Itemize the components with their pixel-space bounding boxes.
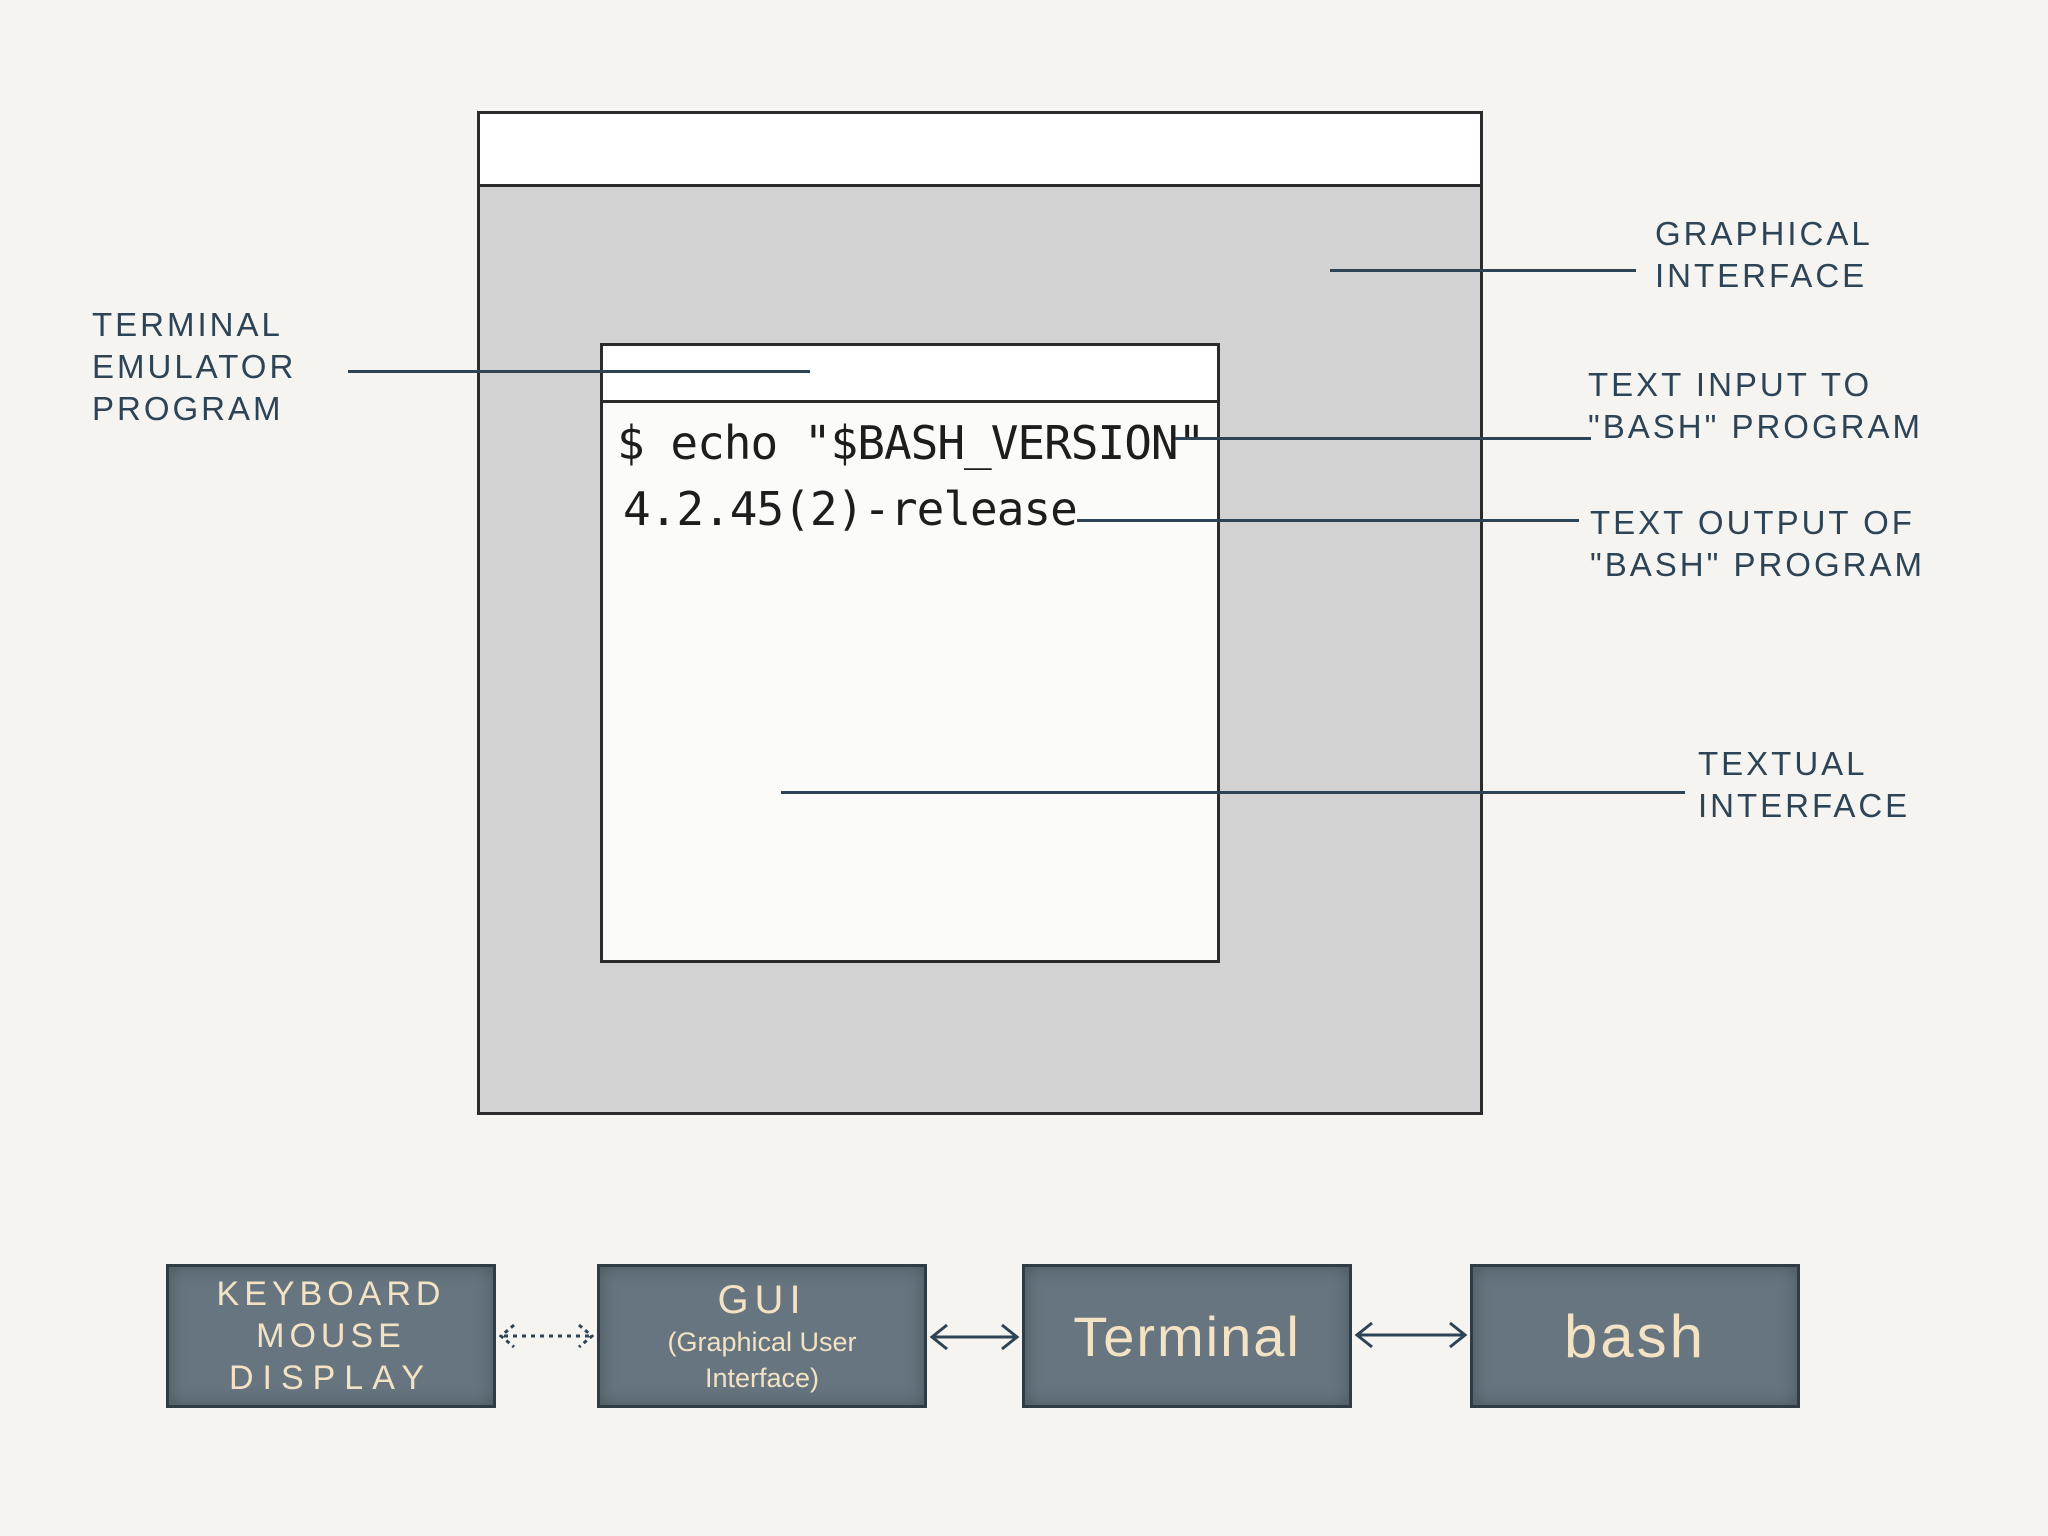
leader-line-terminal-emulator bbox=[348, 370, 810, 373]
gui-box-subtitle-1: (Graphical User bbox=[667, 1327, 857, 1357]
label-graphical-interface: GRAPHICAL INTERFACE bbox=[1655, 215, 1873, 294]
terminal-input-line: $ echo "$BASH_VERSION" bbox=[617, 416, 1205, 470]
terminal-window: $ echo "$BASH_VERSION" 4.2.45(2)-release bbox=[600, 343, 1220, 963]
dotted-double-arrow-devices-gui bbox=[498, 1323, 595, 1349]
gui-box: GUI (Graphical User Interface) bbox=[597, 1264, 927, 1408]
leader-line-textual-interface bbox=[781, 791, 1685, 794]
terminal-box: Terminal bbox=[1022, 1264, 1352, 1408]
leader-line-text-output bbox=[1077, 519, 1579, 522]
terminal-output-line: 4.2.45(2)-release bbox=[623, 482, 1078, 536]
terminal-window-titlebar bbox=[603, 346, 1217, 403]
double-arrow-gui-terminal bbox=[929, 1323, 1020, 1351]
gui-box-subtitle-2: Interface) bbox=[704, 1363, 820, 1393]
label-textual-interface: TEXTUAL INTERFACE bbox=[1698, 745, 1911, 824]
devices-keyboard-text: KEYBOARD bbox=[216, 1275, 446, 1313]
label-text-output: TEXT OUTPUT OF "BASH" PROGRAM bbox=[1590, 504, 1925, 583]
leader-line-graphical-interface bbox=[1330, 269, 1636, 272]
label-terminal-emulator: TERMINAL EMULATOR PROGRAM bbox=[92, 306, 297, 427]
gui-window-titlebar bbox=[480, 114, 1480, 187]
devices-mouse-text: MOUSE bbox=[256, 1317, 406, 1355]
leader-line-text-input bbox=[1175, 437, 1591, 440]
devices-box: KEYBOARD MOUSE DISPLAY bbox=[166, 1264, 496, 1408]
devices-display-text: DISPLAY bbox=[228, 1359, 434, 1397]
terminal-box-label: Terminal bbox=[1073, 1304, 1301, 1368]
double-arrow-terminal-bash bbox=[1354, 1321, 1468, 1349]
bash-box-label: bash bbox=[1563, 1302, 1707, 1370]
bash-box: bash bbox=[1470, 1264, 1800, 1408]
label-text-input: TEXT INPUT TO "BASH" PROGRAM bbox=[1588, 366, 1923, 445]
gui-box-title: GUI bbox=[717, 1278, 807, 1322]
